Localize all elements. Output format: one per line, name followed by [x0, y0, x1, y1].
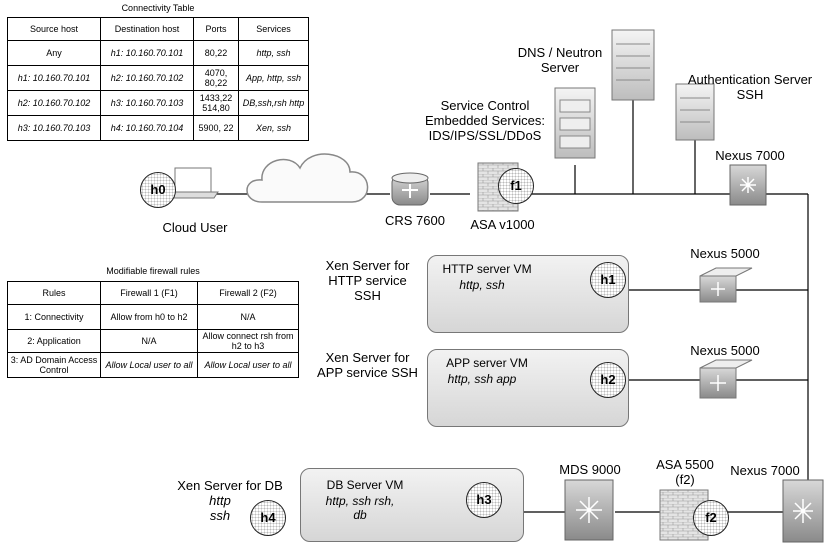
table-cell: Allow Local user to all: [100, 352, 198, 378]
nexus-7000-top-icon: [729, 164, 767, 206]
table-cell: 2: Application: [7, 329, 101, 353]
table-cell: h4: 10.160.70.104: [100, 115, 194, 141]
table-row: 3: AD Domain Access Control Allow Local …: [7, 352, 299, 378]
table-row: Any h1: 10.160.70.101 80,22 http, ssh: [7, 40, 309, 66]
dns-server-icon: [611, 29, 655, 101]
table-cell: DB,ssh,rsh http: [238, 90, 309, 116]
table-row: h1: 10.160.70.101 h2: 10.160.70.102 4070…: [7, 65, 309, 91]
nexus-5000-b-icon: [699, 359, 753, 399]
node-h3-badge: h3: [466, 482, 502, 518]
table-cell: h1: 10.160.70.101: [100, 40, 194, 66]
nexus-5000-b-label: Nexus 5000: [690, 343, 760, 358]
table-row: 1: Connectivity Allow from h0 to h2 N/A: [7, 304, 299, 330]
table-header-row: Source host Destination host Ports Servi…: [7, 17, 309, 41]
table-cell: h3: 10.160.70.103: [100, 90, 194, 116]
service-control-label: Service Control Embedded Services: IDS/I…: [425, 98, 545, 143]
asa5500-label: ASA 5500 (f2): [656, 457, 714, 487]
table-header-row: Rules Firewall 1 (F1) Firewall 2 (F2): [7, 281, 299, 305]
mds-switch-icon: [564, 479, 614, 541]
table-header-cell: Ports: [193, 17, 239, 41]
firewall-table-title: Modifiable firewall rules: [106, 266, 200, 276]
table-cell: 1433,22 514,80: [193, 90, 239, 116]
asa-v1000-label: ASA v1000: [470, 217, 535, 232]
dns-server-label: DNS / Neutron Server: [517, 45, 603, 75]
node-h4-badge: h4: [250, 500, 286, 536]
auth-server-label: Authentication Server SSH: [687, 72, 813, 102]
xen-db-services: http ssh: [209, 493, 231, 523]
table-header-cell: Destination host: [100, 17, 194, 41]
table-cell: 3: AD Domain Access Control: [7, 352, 101, 378]
xen-db-label: Xen Server for DB: [177, 478, 283, 493]
table-header-cell: Firewall 1 (F1): [100, 281, 198, 305]
connectivity-table-title: Connectivity Table: [121, 3, 195, 13]
table-cell: 5900, 22: [193, 115, 239, 141]
table-header-cell: Source host: [7, 17, 101, 41]
table-cell: 4070, 80,22: [193, 65, 239, 91]
table-cell: App, http, ssh: [238, 65, 309, 91]
db-vm-title: DB Server VM: [326, 478, 404, 492]
nexus-5000-a-icon: [699, 267, 753, 303]
node-h1-badge: h1: [590, 262, 626, 298]
table-header-cell: Services: [238, 17, 309, 41]
table-cell: h1: 10.160.70.101: [7, 65, 101, 91]
table-cell: http, ssh: [238, 40, 309, 66]
nexus-7000-bottom-label: Nexus 7000: [730, 463, 800, 478]
table-cell: N/A: [197, 304, 299, 330]
http-vm-services: http, ssh: [459, 278, 505, 292]
node-h0-badge: h0: [140, 172, 176, 208]
table-cell: Any: [7, 40, 101, 66]
mds-label: MDS 9000: [559, 462, 621, 477]
cloud-icon: [246, 153, 369, 203]
db-vm-services: http, ssh rsh, db: [325, 494, 395, 522]
nexus-7000-bottom-icon: [782, 479, 824, 543]
app-vm-services: http, ssh app: [447, 372, 517, 386]
service-appliance-icon: [554, 87, 596, 159]
auth-server-icon: [675, 83, 715, 141]
table-cell: Xen, ssh: [238, 115, 309, 141]
firewall-table: Rules Firewall 1 (F1) Firewall 2 (F2) 1:…: [7, 281, 299, 378]
connectivity-table: Source host Destination host Ports Servi…: [7, 17, 309, 141]
app-vm-title: APP server VM: [446, 356, 528, 370]
table-row: h2: 10.160.70.102 h3: 10.160.70.103 1433…: [7, 90, 309, 116]
table-header-cell: Rules: [7, 281, 101, 305]
table-cell: h2: 10.160.70.102: [7, 90, 101, 116]
node-h2-badge: h2: [590, 362, 626, 398]
crs-label: CRS 7600: [385, 213, 445, 228]
node-f2-badge: f2: [693, 500, 729, 536]
table-cell: h2: 10.160.70.102: [100, 65, 194, 91]
table-cell: h3: 10.160.70.103: [7, 115, 101, 141]
table-cell: 80,22: [193, 40, 239, 66]
nexus-5000-a-label: Nexus 5000: [690, 246, 760, 261]
table-cell: Allow connect rsh from h2 to h3: [197, 329, 299, 353]
http-vm-title: HTTP server VM: [442, 262, 532, 276]
table-cell: N/A: [100, 329, 198, 353]
table-cell: Allow from h0 to h2: [100, 304, 198, 330]
table-header-cell: Firewall 2 (F2): [197, 281, 299, 305]
router-icon: [391, 172, 429, 206]
cloud-user-label: Cloud User: [162, 220, 228, 235]
table-cell: Allow Local user to all: [197, 352, 299, 378]
xen-http-label: Xen Server for HTTP service SSH: [325, 258, 410, 303]
table-cell: 1: Connectivity: [7, 304, 101, 330]
nexus-7000-top-label: Nexus 7000: [715, 148, 785, 163]
xen-app-label: Xen Server for APP service SSH: [317, 350, 418, 380]
table-row: h3: 10.160.70.103 h4: 10.160.70.104 5900…: [7, 115, 309, 141]
table-row: 2: Application N/A Allow connect rsh fro…: [7, 329, 299, 353]
node-f1-badge: f1: [498, 168, 534, 204]
